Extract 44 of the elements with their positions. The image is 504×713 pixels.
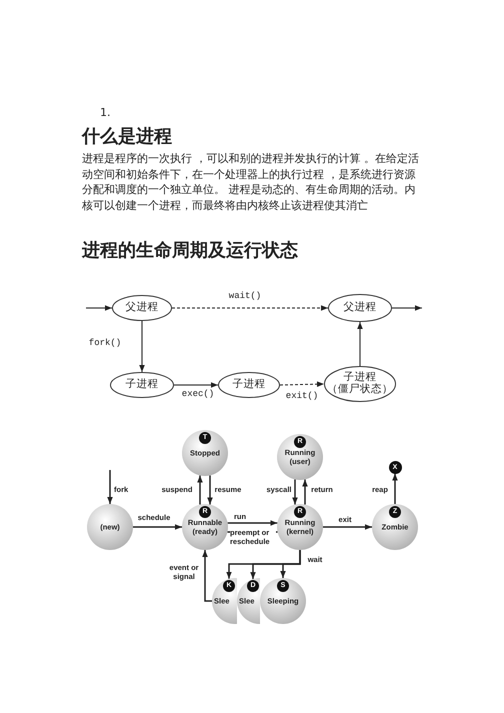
arrow [172, 305, 328, 311]
arrow [228, 520, 278, 526]
arrow [197, 475, 203, 505]
arrow [174, 382, 218, 388]
section-heading: 进程的生命周期及运行状态 [82, 240, 298, 262]
node-label: 父进程 [344, 302, 376, 314]
node-label: （僵尸状态） [327, 384, 393, 396]
state-badge [388, 460, 402, 474]
arrow [292, 479, 298, 505]
state-circle [87, 504, 133, 550]
edge-label: wait() [228, 292, 262, 301]
process-ellipse [218, 372, 280, 398]
arrow [392, 474, 398, 504]
list-number: 1. [100, 106, 110, 120]
node-label: 子进程 [344, 372, 376, 383]
arrow [280, 550, 301, 578]
state-circle [372, 504, 418, 550]
arrow [207, 475, 213, 505]
section-heading: 什么是进程 [82, 126, 172, 148]
edge-label: exec() [182, 390, 214, 399]
arrow [139, 320, 145, 372]
node-label: 子进程 [126, 379, 158, 391]
process-ellipse [324, 366, 396, 402]
edge-label: exit() [286, 392, 318, 401]
arrow [357, 322, 363, 366]
state-circle [277, 434, 323, 480]
arrow [86, 305, 112, 311]
state-circle [182, 430, 228, 476]
state-circle [182, 504, 228, 550]
paragraph: 进程是程序的一次执行 ，可以和别的进程并发执行的计算 。在给定活动空间和初始条件下，在一个处理器上的执行过程 ，是系统进行资源分配和调度的一个独立单位。 进程是动态的、有生命周期的活动。内核可以创建一个进程，而最终将由内核终止该进程使其消亡 [82, 151, 420, 213]
arrow [133, 524, 182, 530]
arrow [202, 550, 212, 602]
arrow [323, 524, 372, 530]
arrow [280, 381, 324, 387]
process-ellipse [328, 294, 392, 322]
node-label: 父进程 [126, 302, 158, 314]
edge-label: fork() [88, 339, 122, 348]
arrow [107, 470, 113, 504]
arrow [302, 479, 308, 505]
process-ellipse [112, 295, 172, 321]
arrow [392, 305, 422, 311]
state-circle [277, 504, 323, 550]
process-ellipse [110, 372, 174, 398]
node-label: 子进程 [232, 379, 266, 391]
